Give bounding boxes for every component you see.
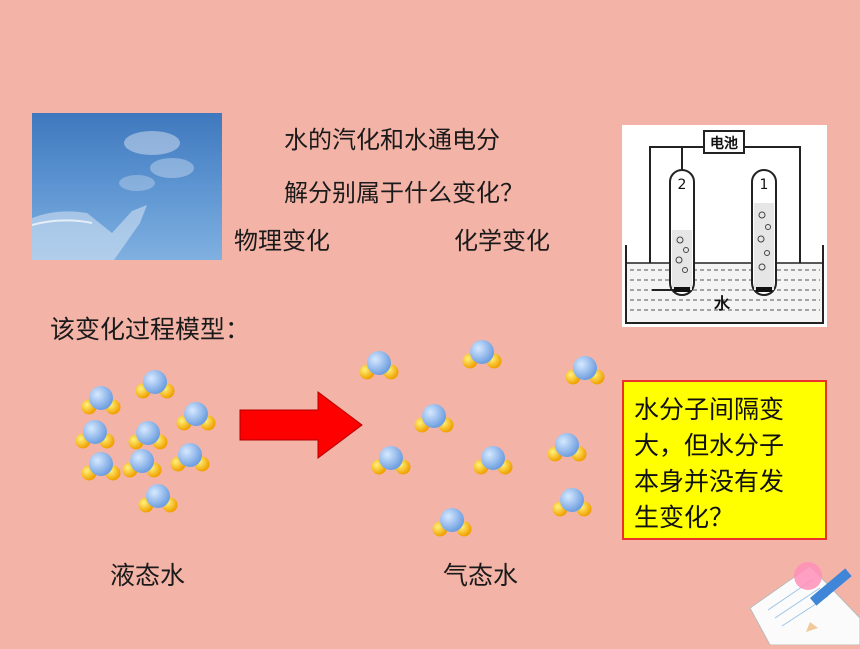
- water-molecule: [473, 446, 513, 475]
- answer-physical-change: 物理变化: [234, 227, 330, 255]
- callout-box: 水分子间隔变 大，但水分子 本身并没有发 生变化？: [622, 380, 827, 540]
- callout-line-4: 生变化？: [634, 503, 735, 532]
- gas-water-molecules: [359, 340, 605, 537]
- question-line-1: 水的汽化和水通电分: [284, 126, 500, 154]
- paper-pencil-decoration: [749, 548, 860, 646]
- model-heading: 该变化过程模型：: [50, 315, 251, 344]
- water-molecule: [462, 340, 502, 369]
- water-molecule: [138, 484, 178, 513]
- water-molecule: [170, 443, 210, 472]
- water-molecule: [371, 446, 411, 475]
- electrolysis-apparatus-figure: 电池 2 1 水: [622, 125, 827, 327]
- callout-line-1: 水分子间隔变: [634, 395, 785, 424]
- water-molecule: [128, 421, 168, 450]
- water-molecule: [135, 370, 175, 399]
- callout-line-3: 本身并没有发: [634, 467, 785, 496]
- liquid-water-molecules: [75, 370, 216, 513]
- callout-line-2: 大，但水分子: [634, 431, 785, 460]
- gas-water-label: 气态水: [443, 561, 519, 590]
- water-molecule: [547, 433, 587, 462]
- water-molecule: [432, 508, 472, 537]
- water-molecule: [81, 452, 121, 481]
- water-molecule: [75, 420, 115, 449]
- liquid-water-label: 液态水: [110, 561, 186, 590]
- tube-1-label: 1: [760, 177, 769, 193]
- answer-chemical-change: 化学变化: [454, 227, 550, 255]
- tube-2-label: 2: [678, 177, 687, 193]
- water-molecule: [122, 449, 162, 478]
- water-molecule: [176, 402, 216, 431]
- water-molecule: [552, 488, 592, 517]
- water-molecule: [414, 404, 454, 433]
- battery-label: 电池: [710, 135, 738, 152]
- molecule-scene: [75, 340, 605, 537]
- water-label: 水: [714, 294, 731, 313]
- water-molecule: [81, 386, 121, 415]
- transition-arrow: [239, 391, 363, 459]
- question-line-2: 解分别属于什么变化？: [284, 179, 524, 207]
- water-molecule: [359, 351, 399, 380]
- steam-kettle-photo: [32, 113, 222, 260]
- water-molecule: [565, 356, 605, 385]
